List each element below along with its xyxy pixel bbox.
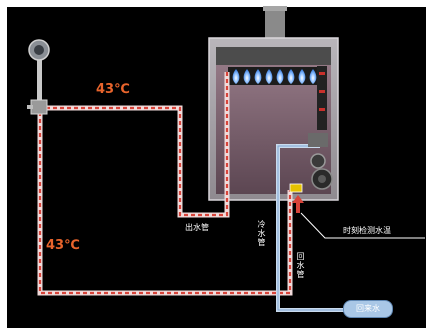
cold-pipe-label: 冷水管 [257,220,266,247]
return-water-badge: 回来水 [343,300,393,318]
control-strip [317,66,327,130]
heat-exchanger-top [216,47,331,65]
up-arrow-icon [292,195,304,213]
return-pipe-label: 回水管 [296,252,305,279]
chimney [265,8,285,38]
control-indicator-1 [319,72,325,75]
control-indicator-2 [319,90,325,93]
sensor-label: 时刻检测水温 [343,226,391,235]
shower-head-icon [27,39,50,115]
hot-water-pipe [37,72,293,296]
burner-tray [228,67,318,85]
control-indicator-3 [319,108,325,111]
flame-icon [232,69,317,84]
temperature-label-top: 43℃ [96,82,130,97]
chimney-top [263,6,287,11]
temperature-sensor [289,183,303,193]
sensor-leader-line [300,212,425,239]
pump-icon [308,133,333,190]
outlet-pipe-label: 出水管 [185,223,209,232]
temperature-label-bottom: 43℃ [46,238,80,253]
